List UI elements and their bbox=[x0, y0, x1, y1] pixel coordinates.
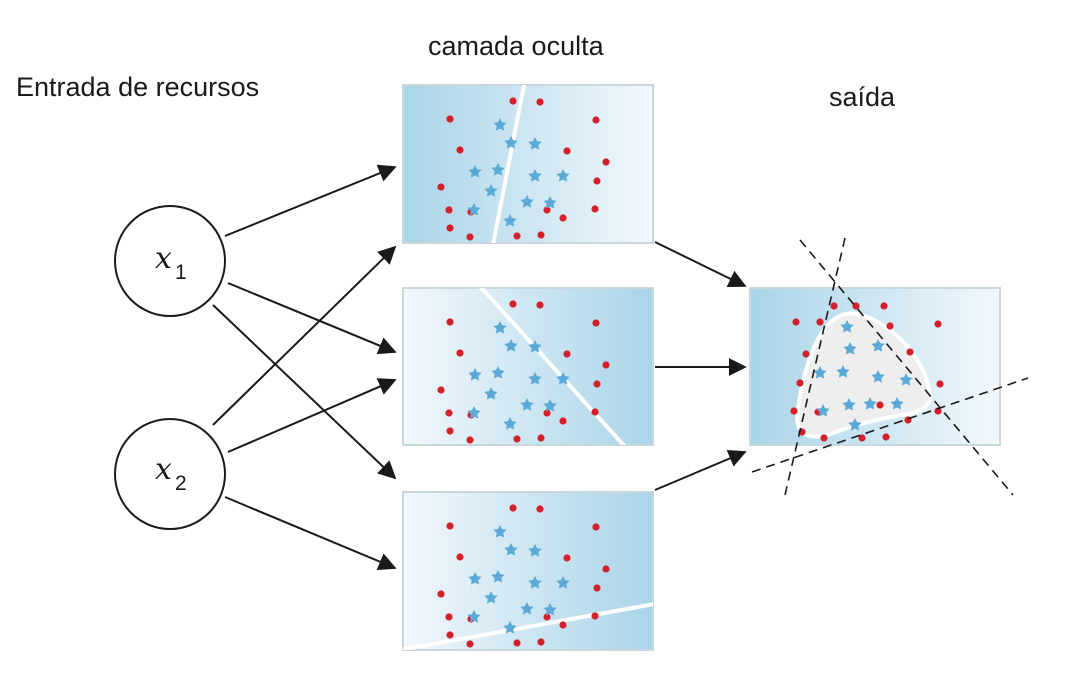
edge-x2-h1 bbox=[212, 245, 397, 426]
red-dot-marker bbox=[513, 232, 521, 240]
red-dot-marker bbox=[796, 379, 804, 387]
red-dot-marker bbox=[559, 214, 567, 222]
red-dot-marker bbox=[437, 183, 445, 191]
red-dot-marker bbox=[466, 640, 474, 648]
red-dot-marker bbox=[437, 590, 445, 598]
red-dot-marker bbox=[446, 427, 454, 435]
red-dot-marker bbox=[934, 407, 942, 415]
red-dot-marker bbox=[456, 146, 464, 154]
edge-h3-out bbox=[654, 450, 747, 491]
hidden-panel-2 bbox=[402, 287, 654, 446]
edge-x2-h3 bbox=[224, 496, 397, 571]
red-dot-marker bbox=[446, 522, 454, 530]
red-dot-marker bbox=[802, 350, 810, 358]
red-dot-marker bbox=[543, 613, 551, 621]
red-dot-marker bbox=[792, 318, 800, 326]
red-dot-marker bbox=[592, 523, 600, 531]
red-dot-marker bbox=[536, 505, 544, 513]
red-dot-marker bbox=[563, 554, 571, 562]
node-x2-sub: 2 bbox=[175, 472, 187, 495]
red-dot-marker bbox=[445, 409, 453, 417]
red-dot-marker bbox=[466, 436, 474, 444]
output-panel bbox=[749, 237, 1029, 496]
red-dot-marker bbox=[820, 434, 828, 442]
red-dot-marker bbox=[591, 612, 599, 620]
red-dot-marker bbox=[437, 386, 445, 394]
red-dot-marker bbox=[593, 380, 601, 388]
red-dot-marker bbox=[591, 205, 599, 213]
input-node-x1: x 1 bbox=[114, 205, 226, 317]
red-dot-marker bbox=[445, 206, 453, 214]
red-dot-marker bbox=[593, 584, 601, 592]
red-dot-marker bbox=[466, 233, 474, 241]
edge-x1-h2 bbox=[227, 282, 397, 355]
red-dot-marker bbox=[543, 206, 551, 214]
red-dot-marker bbox=[563, 147, 571, 155]
red-dot-marker bbox=[886, 322, 894, 330]
red-dot-marker bbox=[602, 361, 610, 369]
red-dot-marker bbox=[513, 639, 521, 647]
red-dot-marker bbox=[446, 224, 454, 232]
input-node-x2: x 2 bbox=[114, 418, 226, 530]
edge-x1-h3 bbox=[212, 304, 397, 480]
red-dot-marker bbox=[830, 302, 838, 310]
red-dot-marker bbox=[559, 417, 567, 425]
hidden-layer-label: camada oculta bbox=[428, 31, 604, 61]
red-dot-marker bbox=[592, 116, 600, 124]
node-x2-var: x bbox=[155, 452, 172, 487]
decision-boundary bbox=[491, 85, 527, 243]
red-dot-marker bbox=[852, 302, 860, 310]
output-layer-label: saída bbox=[829, 82, 896, 112]
connections bbox=[212, 164, 747, 571]
red-dot-marker bbox=[513, 435, 521, 443]
red-dot-marker bbox=[456, 553, 464, 561]
red-dot-marker bbox=[537, 638, 545, 646]
red-dot-marker bbox=[858, 434, 866, 442]
red-dot-marker bbox=[602, 565, 610, 573]
red-dot-marker bbox=[509, 97, 517, 105]
red-dot-marker bbox=[509, 504, 517, 512]
red-dot-marker bbox=[934, 320, 942, 328]
red-dot-marker bbox=[602, 158, 610, 166]
red-dot-marker bbox=[559, 621, 567, 629]
red-dot-marker bbox=[543, 409, 551, 417]
red-dot-marker bbox=[446, 115, 454, 123]
decision-boundary bbox=[403, 602, 653, 650]
red-dot-marker bbox=[592, 319, 600, 327]
red-dot-marker bbox=[936, 380, 944, 388]
red-dot-marker bbox=[446, 631, 454, 639]
decision-boundary bbox=[478, 288, 627, 445]
red-dot-marker bbox=[536, 98, 544, 106]
edge-x1-h1 bbox=[224, 164, 397, 237]
red-dot-marker bbox=[882, 433, 890, 441]
red-dot-marker bbox=[445, 613, 453, 621]
red-dot-marker bbox=[563, 350, 571, 358]
red-dot-marker bbox=[876, 401, 884, 409]
boundary-lines bbox=[751, 237, 1029, 496]
red-dot-marker bbox=[880, 302, 888, 310]
red-dot-marker bbox=[537, 231, 545, 239]
red-dot-marker bbox=[537, 434, 545, 442]
red-dot-marker bbox=[790, 407, 798, 415]
red-dot-marker bbox=[456, 349, 464, 357]
node-x1-var: x bbox=[155, 241, 172, 276]
red-dot-marker bbox=[816, 318, 824, 326]
input-layer-label: Entrada de recursos bbox=[16, 72, 260, 102]
red-dot-marker bbox=[906, 348, 914, 356]
edge-x2-h2 bbox=[227, 378, 397, 453]
red-dot-marker bbox=[591, 408, 599, 416]
edge-h1-out bbox=[654, 241, 747, 287]
node-x1-sub: 1 bbox=[175, 261, 187, 284]
hidden-panel-3 bbox=[402, 491, 654, 651]
hidden-panel-1 bbox=[402, 84, 654, 244]
red-dot-marker bbox=[593, 177, 601, 185]
red-dot-marker bbox=[536, 301, 544, 309]
red-dot-marker bbox=[446, 318, 454, 326]
red-dot-marker bbox=[509, 300, 517, 308]
